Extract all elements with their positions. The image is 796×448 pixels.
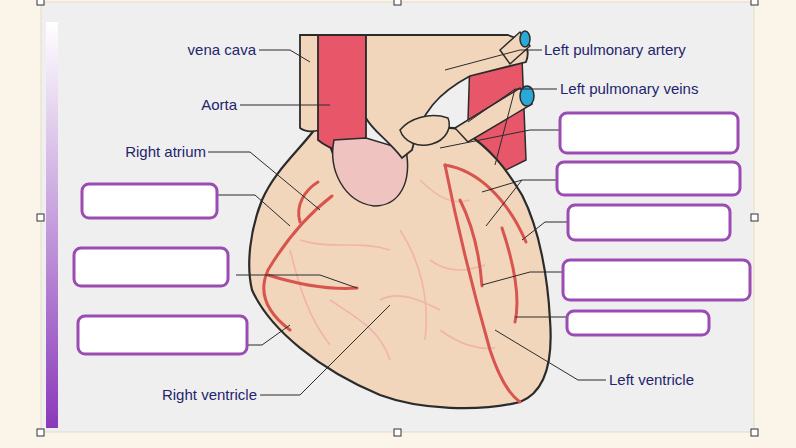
- part-label: Left pulmonary artery: [544, 41, 744, 59]
- leader-line: [540, 89, 557, 90]
- vessel: [430, 260, 485, 270]
- handle: [37, 214, 44, 221]
- leader-line: [208, 152, 320, 210]
- answer-box: [557, 162, 740, 195]
- pulmonary-vein: [500, 32, 530, 64]
- leader-line: [468, 89, 540, 165]
- leader-line: [259, 50, 310, 62]
- leader-line: [522, 222, 568, 240]
- vein-opening: [520, 31, 530, 47]
- handle: [37, 0, 44, 5]
- leader-line: [260, 305, 390, 395]
- answer-box: [74, 248, 228, 286]
- answer-box: [567, 311, 709, 335]
- handle: [394, 0, 401, 5]
- handle: [751, 214, 758, 221]
- answer-box: [82, 184, 217, 218]
- answer-box: [78, 316, 247, 354]
- answer-box: [563, 260, 750, 300]
- image-frame: [41, 2, 754, 432]
- gradient-bar: [46, 22, 58, 428]
- vessel: [290, 250, 330, 345]
- part-label: Left pulmonary veins: [560, 80, 760, 98]
- leader-line: [445, 50, 542, 70]
- leader-line: [247, 325, 290, 345]
- circumflex-artery: [445, 165, 526, 242]
- vessel: [330, 300, 390, 360]
- leader-lines: [208, 50, 606, 395]
- part-label: Right atrium: [6, 143, 206, 161]
- handle: [751, 429, 758, 436]
- leader-line: [440, 130, 560, 148]
- vessel: [400, 230, 426, 340]
- vessel: [420, 180, 470, 202]
- leader-line: [515, 317, 567, 318]
- leader-line: [240, 105, 330, 106]
- leader-line: [495, 330, 606, 380]
- part-label: Right ventricle: [57, 386, 257, 404]
- part-label: Left ventricle: [609, 371, 796, 389]
- handle: [37, 429, 44, 436]
- leader-line: [236, 275, 357, 288]
- answer-box: [560, 113, 738, 153]
- atrial-artery: [299, 182, 318, 222]
- selection-handles: [37, 0, 758, 436]
- part-label: Aorta: [37, 96, 237, 114]
- marginal-artery: [502, 228, 517, 322]
- vena-cava: [300, 35, 320, 131]
- part-label: vena cava: [56, 41, 256, 59]
- atrial-appendage: [400, 116, 449, 146]
- heart-body: [249, 125, 550, 408]
- marginal-artery: [268, 275, 357, 288]
- handle: [751, 0, 758, 5]
- diagonal-artery: [460, 200, 482, 286]
- answer-box: [568, 205, 730, 240]
- vessel: [300, 240, 390, 250]
- handle: [394, 429, 401, 436]
- vessel: [380, 296, 440, 310]
- leader-line: [482, 272, 563, 285]
- aorta: [318, 35, 366, 152]
- anterior-descending-artery: [445, 165, 520, 402]
- leader-line: [217, 195, 290, 226]
- leader-line: [482, 180, 557, 226]
